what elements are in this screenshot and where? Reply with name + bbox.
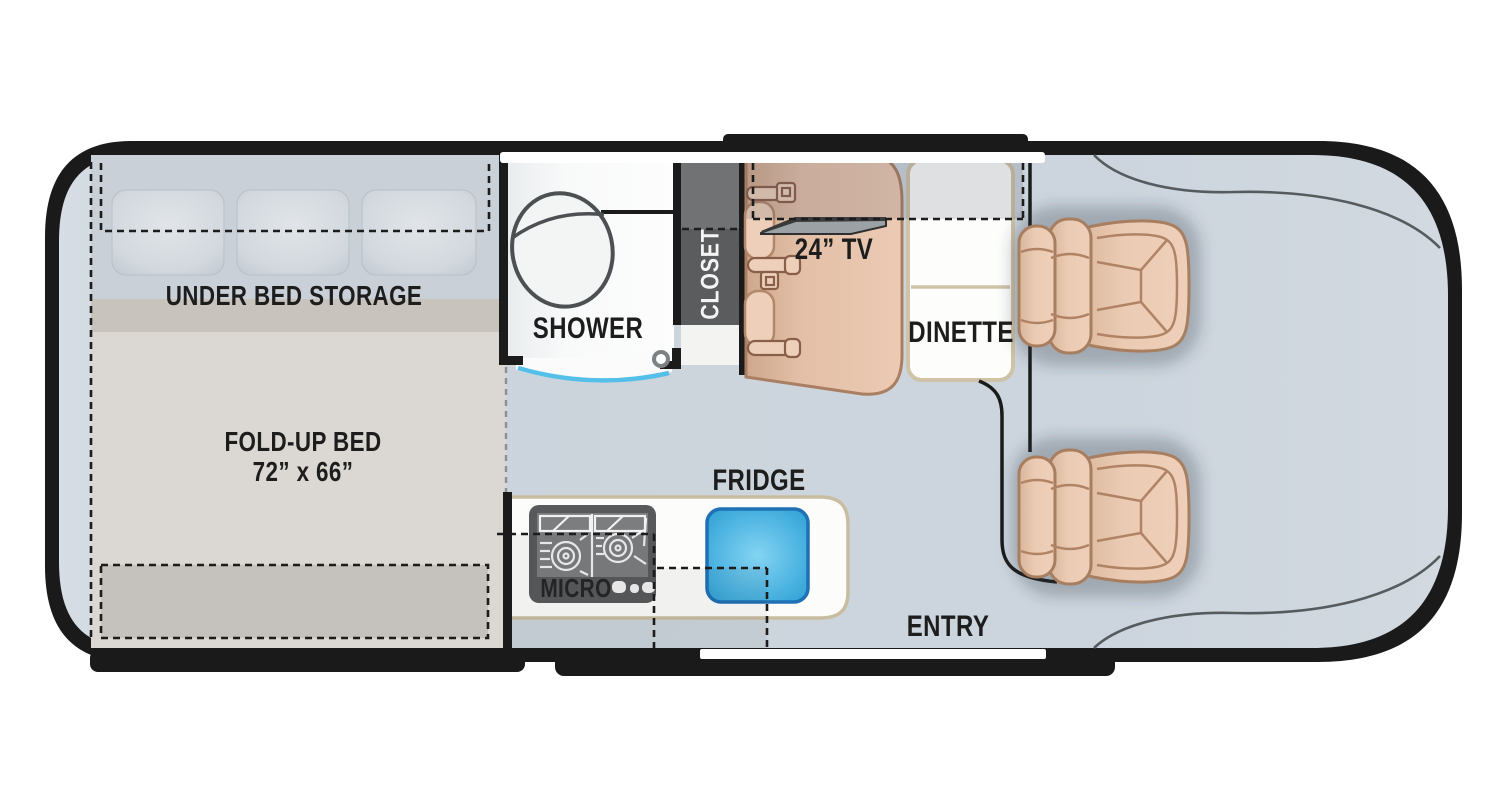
bench-cushion [743, 289, 776, 348]
cooktop-knobs [612, 581, 655, 593]
seatbelt-icon [745, 181, 797, 204]
galley-dashed-lines [497, 532, 769, 648]
side-window-opening [500, 152, 1045, 163]
seatbelt-icon [746, 254, 802, 291]
door-frame-stub [672, 348, 681, 369]
shower-room [499, 155, 681, 383]
shower-wall-stub [499, 356, 523, 365]
pillow-icon [236, 189, 350, 276]
door-swing-arc-icon [517, 365, 670, 383]
toilet-icon [510, 191, 615, 309]
closet-label: CLOSET [696, 228, 725, 320]
fold-up-bed-label-size: 72” x 66” [252, 456, 354, 487]
fridge-label: FRIDGE [712, 463, 806, 497]
bed-area [91, 155, 506, 648]
galley-wall-left [503, 492, 512, 648]
shower-wall-left [499, 155, 508, 365]
shower-wall-right [673, 155, 681, 325]
dinette-label: DINETTE [908, 315, 1014, 349]
under-bed-storage-label: UNDER BED STORAGE [165, 279, 423, 311]
seatbelt-icon [746, 337, 802, 359]
windshield-lines [1093, 154, 1441, 649]
under-bed-storage-band [91, 299, 506, 332]
pillow-icon [361, 189, 477, 276]
closet [681, 155, 746, 375]
tv-label: 24” TV [794, 232, 874, 266]
galley-shade [654, 568, 767, 648]
entry-label: ENTRY [906, 609, 990, 643]
fold-up-bed-label: FOLD-UP BED 72” x 66” [224, 425, 382, 487]
door-frame-stub [660, 361, 681, 369]
overhead-cabinet-dashed [751, 163, 1025, 221]
door-handle-knob-icon [652, 350, 670, 368]
galley-counter [503, 492, 850, 648]
fold-up-bed-label-line1: FOLD-UP BED [224, 425, 382, 457]
captain-chair-icon [1011, 437, 1201, 597]
entry-door-opening [700, 649, 1046, 659]
refrigerator-icon [705, 507, 810, 604]
captain-chair-icon [1011, 206, 1201, 366]
galley-shade [506, 534, 654, 648]
bed-dashed-lines [89, 162, 491, 640]
overhead-cabinet-shade [746, 155, 1023, 219]
micro-label: MICRO [540, 572, 612, 603]
two-burner-cooktop-icon [529, 505, 656, 603]
foot-storage-zone [101, 565, 488, 638]
closet-wall-right [739, 155, 746, 375]
pillow-icon [111, 189, 225, 276]
shower-label: SHOWER [532, 311, 644, 345]
